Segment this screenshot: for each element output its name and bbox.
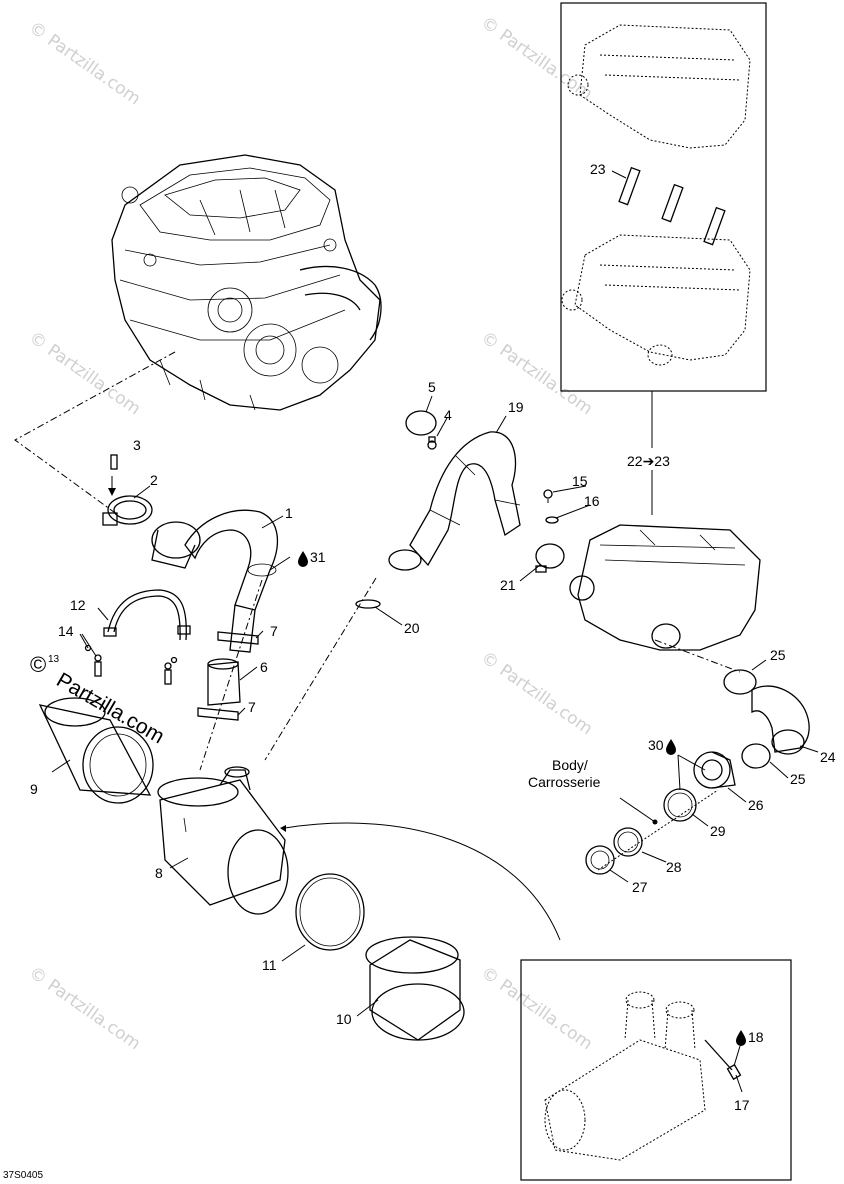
callout-23[interactable]: 23	[590, 161, 606, 177]
callout-22-23[interactable]: 22➔23	[627, 453, 670, 469]
callout-8[interactable]: 8	[155, 865, 163, 881]
callout-15[interactable]: 15	[572, 473, 588, 489]
body-label-line2: Carrosserie	[528, 774, 601, 790]
part-10-cylinder[interactable]	[365, 936, 465, 1041]
callout-30[interactable]: 30	[648, 737, 664, 753]
callout-20[interactable]: 20	[404, 620, 420, 636]
part-27-nut[interactable]	[585, 845, 615, 875]
part-9-shell[interactable]	[38, 697, 154, 804]
callout-17[interactable]: 17	[734, 1097, 750, 1113]
part-17-18-detail-box	[520, 959, 792, 1181]
callout-labels: 1 2 3 4 5 6 7 7 8 9 10 11 12 13 14 15 16…	[30, 161, 836, 1113]
callout-12[interactable]: 12	[70, 597, 86, 613]
callout-26[interactable]: 26	[748, 797, 764, 813]
part-14-bracket[interactable]	[84, 644, 102, 677]
brand-text: Partzilla.com	[53, 668, 169, 748]
part-21-clamp[interactable]	[535, 543, 565, 573]
part-28-ring[interactable]	[613, 827, 643, 857]
watermark: © Partzilla.com	[25, 963, 144, 1055]
part-25-clamp-lower[interactable]	[741, 743, 771, 769]
part-13-bracket[interactable]	[164, 656, 178, 685]
callout-25b[interactable]: 25	[790, 771, 806, 787]
callout-21[interactable]: 21	[500, 577, 516, 593]
part-6-hose[interactable]	[207, 658, 241, 706]
part-1-exhaust-pipe[interactable]	[151, 509, 279, 653]
part-19-pipe[interactable]	[388, 431, 521, 571]
callout-27[interactable]: 27	[632, 879, 648, 895]
callout-16[interactable]: 16	[584, 493, 600, 509]
watermark: © Partzilla.com	[477, 963, 596, 1055]
part-7-clamp-upper[interactable]	[217, 631, 259, 645]
callout-10[interactable]: 10	[336, 1011, 352, 1027]
callout-1[interactable]: 1	[285, 505, 293, 521]
reference-arrow	[284, 822, 561, 941]
part-7-clamp-lower[interactable]	[197, 707, 239, 721]
callout-3[interactable]: 3	[133, 437, 141, 453]
connector-lines	[14, 351, 741, 771]
part-16-washer[interactable]	[545, 516, 559, 524]
part-11-ring[interactable]	[295, 873, 365, 951]
watermark: © Partzilla.com	[25, 18, 144, 110]
part-4-bolt[interactable]	[427, 436, 437, 450]
diagram-code: 37S0405	[3, 1170, 43, 1181]
body-label-line1: Body/	[552, 757, 588, 773]
part-2-clamp[interactable]	[102, 495, 153, 526]
part-24-elbow-hose[interactable]	[751, 685, 810, 755]
watermarks: © Partzilla.com © Partzilla.com © Partzi…	[25, 13, 596, 1055]
callout-2[interactable]: 2	[150, 472, 158, 488]
callout-6[interactable]: 6	[260, 659, 268, 675]
callout-25a[interactable]: 25	[770, 647, 786, 663]
callout-13[interactable]: 13	[48, 654, 60, 665]
brand-watermark: © Partzilla.com	[30, 652, 168, 748]
callout-18[interactable]: 18	[748, 1029, 764, 1045]
body-mount-point	[652, 819, 658, 825]
watermark: © Partzilla.com	[25, 328, 144, 420]
part-12-strap[interactable]	[103, 589, 191, 641]
callout-19[interactable]: 19	[508, 399, 524, 415]
part-22-muffler[interactable]	[569, 524, 761, 651]
oil-drop-icon	[666, 739, 676, 755]
callout-11[interactable]: 11	[262, 957, 277, 973]
watermark: © Partzilla.com	[477, 648, 596, 740]
part-8-muffler[interactable]	[157, 766, 289, 915]
callout-31[interactable]: 31	[310, 549, 326, 565]
oil-drop-icon	[298, 551, 308, 567]
part-25-clamp[interactable]	[723, 669, 757, 695]
part-15-bolt[interactable]	[543, 489, 553, 503]
part-26-outlet-fitting[interactable]	[693, 751, 736, 789]
engine-assembly	[111, 154, 382, 411]
part-20-clip[interactable]	[355, 599, 381, 609]
watermark: © Partzilla.com	[477, 13, 596, 105]
callout-9[interactable]: 9	[30, 781, 38, 797]
part-22-23-detail-box	[560, 2, 767, 515]
callout-14[interactable]: 14	[58, 623, 74, 639]
body-label: Body/ Carrosserie	[528, 757, 601, 790]
part-5-ring[interactable]	[405, 410, 437, 436]
callout-28[interactable]: 28	[666, 859, 682, 875]
callout-24[interactable]: 24	[820, 749, 836, 765]
callout-7a[interactable]: 7	[270, 623, 278, 639]
copyright-symbol: ©	[30, 652, 46, 677]
callout-29[interactable]: 29	[710, 823, 726, 839]
part-29-gasket[interactable]	[663, 788, 697, 822]
arrowhead	[280, 825, 286, 832]
oil-drop-icon	[736, 1030, 746, 1046]
leader-lines	[51, 170, 819, 1093]
watermark: © Partzilla.com	[477, 328, 596, 420]
callout-4[interactable]: 4	[444, 407, 452, 423]
outlet-axis	[597, 789, 719, 871]
callout-7b[interactable]: 7	[248, 699, 256, 715]
callout-5[interactable]: 5	[428, 379, 436, 395]
part-3-pin[interactable]	[108, 454, 118, 496]
